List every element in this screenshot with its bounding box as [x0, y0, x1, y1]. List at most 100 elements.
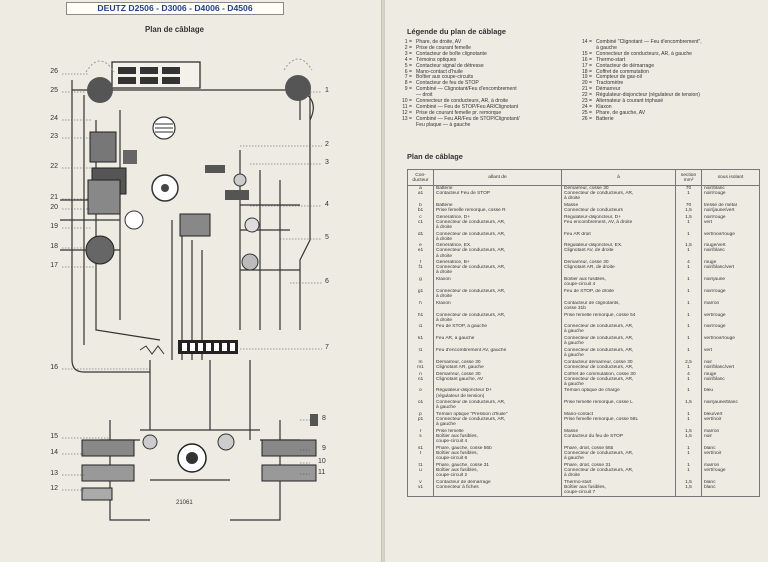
legend-text: Régulateur-disjoncteur (régulateur de te… — [596, 92, 700, 99]
legend-number: 21 = — [581, 86, 592, 93]
to-cell: Feu de STOP, de droite — [561, 288, 676, 301]
to-cell: Contacteur de clignotants, cosse 31b — [561, 300, 676, 313]
legend-number: 2 = — [404, 44, 412, 51]
insulation-cell: vert/noir/rouge — [701, 336, 760, 348]
legend-text: Prise de courant femelle pr. remorque — [416, 109, 502, 116]
insulation-cell: noir noir/blanc/vert — [701, 359, 760, 372]
legend-text: Phare, de gauche, AV — [596, 109, 646, 116]
callout-21: 21 — [50, 194, 58, 201]
callout-20: 20 — [50, 204, 58, 211]
header-conductor: Con- ducteur — [407, 169, 434, 186]
legend-text: Thermo-start — [596, 56, 626, 63]
to-cell: Boîtier aux fusibles, coupe-circuit 4 — [561, 277, 676, 289]
callout-15: 15 — [50, 433, 58, 440]
to-cell: Régulateur-disjoncteur, D+ Feu encombrem… — [561, 214, 676, 232]
from-cell: Connecteur de conducteurs, AR, à droite — [433, 288, 562, 301]
to-cell: Connecteur de conducteurs, AR, à gauche — [561, 347, 676, 360]
section-cell: 1 — [675, 312, 702, 325]
legend-item: 17 =Contacteur de démarrage — [577, 62, 767, 70]
legend-item: 23 = Alternateur à courant triphasé — [577, 98, 767, 105]
starter-icon — [87, 179, 121, 215]
callout-22: 22 — [50, 163, 58, 170]
headlight-left-icon — [85, 60, 115, 103]
insulation-cell: noir/jaune — [701, 277, 760, 289]
legend-item: 11 =Combiné — Feu de STOP/Feu AR/Clignot… — [397, 104, 581, 111]
from-cell: Feu d'encombrement AV, gauche — [433, 347, 562, 360]
legend-item: 18 =Coffret de commutation — [577, 69, 767, 76]
insulation-cell: vert/rouge — [701, 312, 760, 325]
conductor-cell: t1 u — [407, 462, 434, 480]
legend-text: Phare, de droite, AV — [416, 39, 462, 45]
section-cell: 1 1 — [675, 445, 702, 463]
legend-number: 8 = — [404, 80, 412, 87]
legend-text: Contacteur de feu de STOP — [416, 80, 479, 87]
legend-item: 21 =Démarreur — [577, 86, 767, 93]
callout-10: 10 — [318, 458, 326, 465]
legend-item: 3 =Contacteur de boîte clignotante — [397, 51, 581, 58]
switch-box-icon — [85, 235, 115, 265]
from-cell: Contacteur de démarrage Connecteur à fic… — [433, 479, 562, 498]
to-cell: Témoin optique de charge — [561, 388, 676, 401]
to-cell: Feu AR droit — [561, 231, 676, 244]
document-header: DEUTZ D2506 - D3006 - D4006 - D4506 — [66, 2, 284, 15]
from-cell: Régulateur-disjoncteur D+ (régulateur de… — [433, 388, 562, 401]
rear-lamp-right-icon — [261, 439, 317, 482]
wiring-diagram — [60, 58, 322, 521]
insulation-cell: blanc blanc — [701, 479, 760, 498]
legend-number: 24 = — [581, 103, 592, 110]
legend-item: Feu plaque — à gauche — [397, 122, 581, 129]
section-cell: 1,5 — [675, 400, 702, 413]
conductor-cell: h — [407, 300, 434, 313]
from-cell: Connecteur de conducteurs, AR, à droite — [433, 231, 562, 244]
to-cell: Connecteur de conducteurs, AR, à gauche — [561, 336, 676, 348]
conductor-cell: r s — [407, 428, 434, 446]
legend-text: Connecteur de conducteurs, AR, à droite — [416, 98, 509, 105]
legend-text: Combiné — Feu AR/Feu de STOP/Clignotant/ — [416, 115, 520, 122]
to-cell: Prise femelle remorque, cosse L — [561, 400, 676, 413]
legend-item: 16 =Thermo-start — [577, 56, 767, 64]
headlight-right-icon — [283, 58, 313, 101]
legend-item: à gauche — [577, 45, 767, 52]
from-cell: Génératrice, EX. Connecteur de conducteu… — [433, 243, 562, 261]
starter-switch-icon — [244, 217, 260, 233]
from-cell: Génératrice, B+ Connecteur de conducteur… — [433, 260, 562, 278]
to-cell: Démarreur, cosse 30 Clignotant AR, de dr… — [561, 260, 676, 278]
section-cell: 70 1 — [675, 185, 702, 203]
section-cell: 2,5 1 — [675, 359, 702, 372]
to-cell: Thermo-start Boîtier aux fusibles, coupe… — [561, 479, 676, 498]
section-cell: 1 — [675, 388, 702, 401]
callout-1: 1 — [325, 87, 329, 94]
from-cell: Prise femelle Boîtier aux fusibles, coup… — [433, 428, 562, 446]
callout-6: 6 — [325, 278, 329, 285]
section-cell: 1 — [675, 300, 702, 313]
insulation-cell: vert — [701, 347, 760, 360]
callout-19: 19 — [50, 223, 58, 230]
legend-text: Klaxon — [596, 103, 612, 110]
callout-17: 17 — [50, 262, 58, 269]
to-cell: Phare, droit, cosse 31 Connecteur de con… — [561, 462, 676, 480]
legend-text: Contacteur de démarrage — [596, 62, 655, 69]
section-cell: 4 1 — [675, 371, 702, 389]
legend-item: 13 =Combiné — Feu AR/Feu de STOP/Clignot… — [397, 115, 581, 123]
legend-text: Prise de courant femelle — [416, 44, 471, 51]
callout-11: 11 — [318, 469, 326, 476]
section-cell: 1,5 1,5 — [675, 479, 702, 498]
section-cell: 1 — [675, 336, 702, 348]
callout-8: 8 — [322, 415, 326, 422]
to-cell: Masse Connecteur de conducteurs — [561, 202, 676, 215]
section-cell: 1 — [675, 288, 702, 301]
legend-item: 7 =Boîtier aux coupe-circuits — [397, 75, 581, 81]
left-page: DEUTZ D2506 - D3006 - D4006 - D4506 Plan… — [0, 0, 382, 562]
legend-number: 19 = — [581, 74, 592, 81]
from-cell: Génératrice, D+ Connecteur de conducteur… — [433, 214, 562, 232]
legend-text: Alternateur à courant triphasé — [596, 98, 664, 105]
legend-right-column: 14 =Combiné "Clignotant — Feu d'encombre… — [577, 39, 767, 123]
insulation-cell: marron — [701, 300, 760, 313]
legend-number: 23 = — [581, 98, 592, 105]
to-cell: Connecteur de conducteurs, AR, à gauche — [561, 324, 676, 337]
legend-item: 2 = Prise de courant femelle — [397, 44, 581, 52]
